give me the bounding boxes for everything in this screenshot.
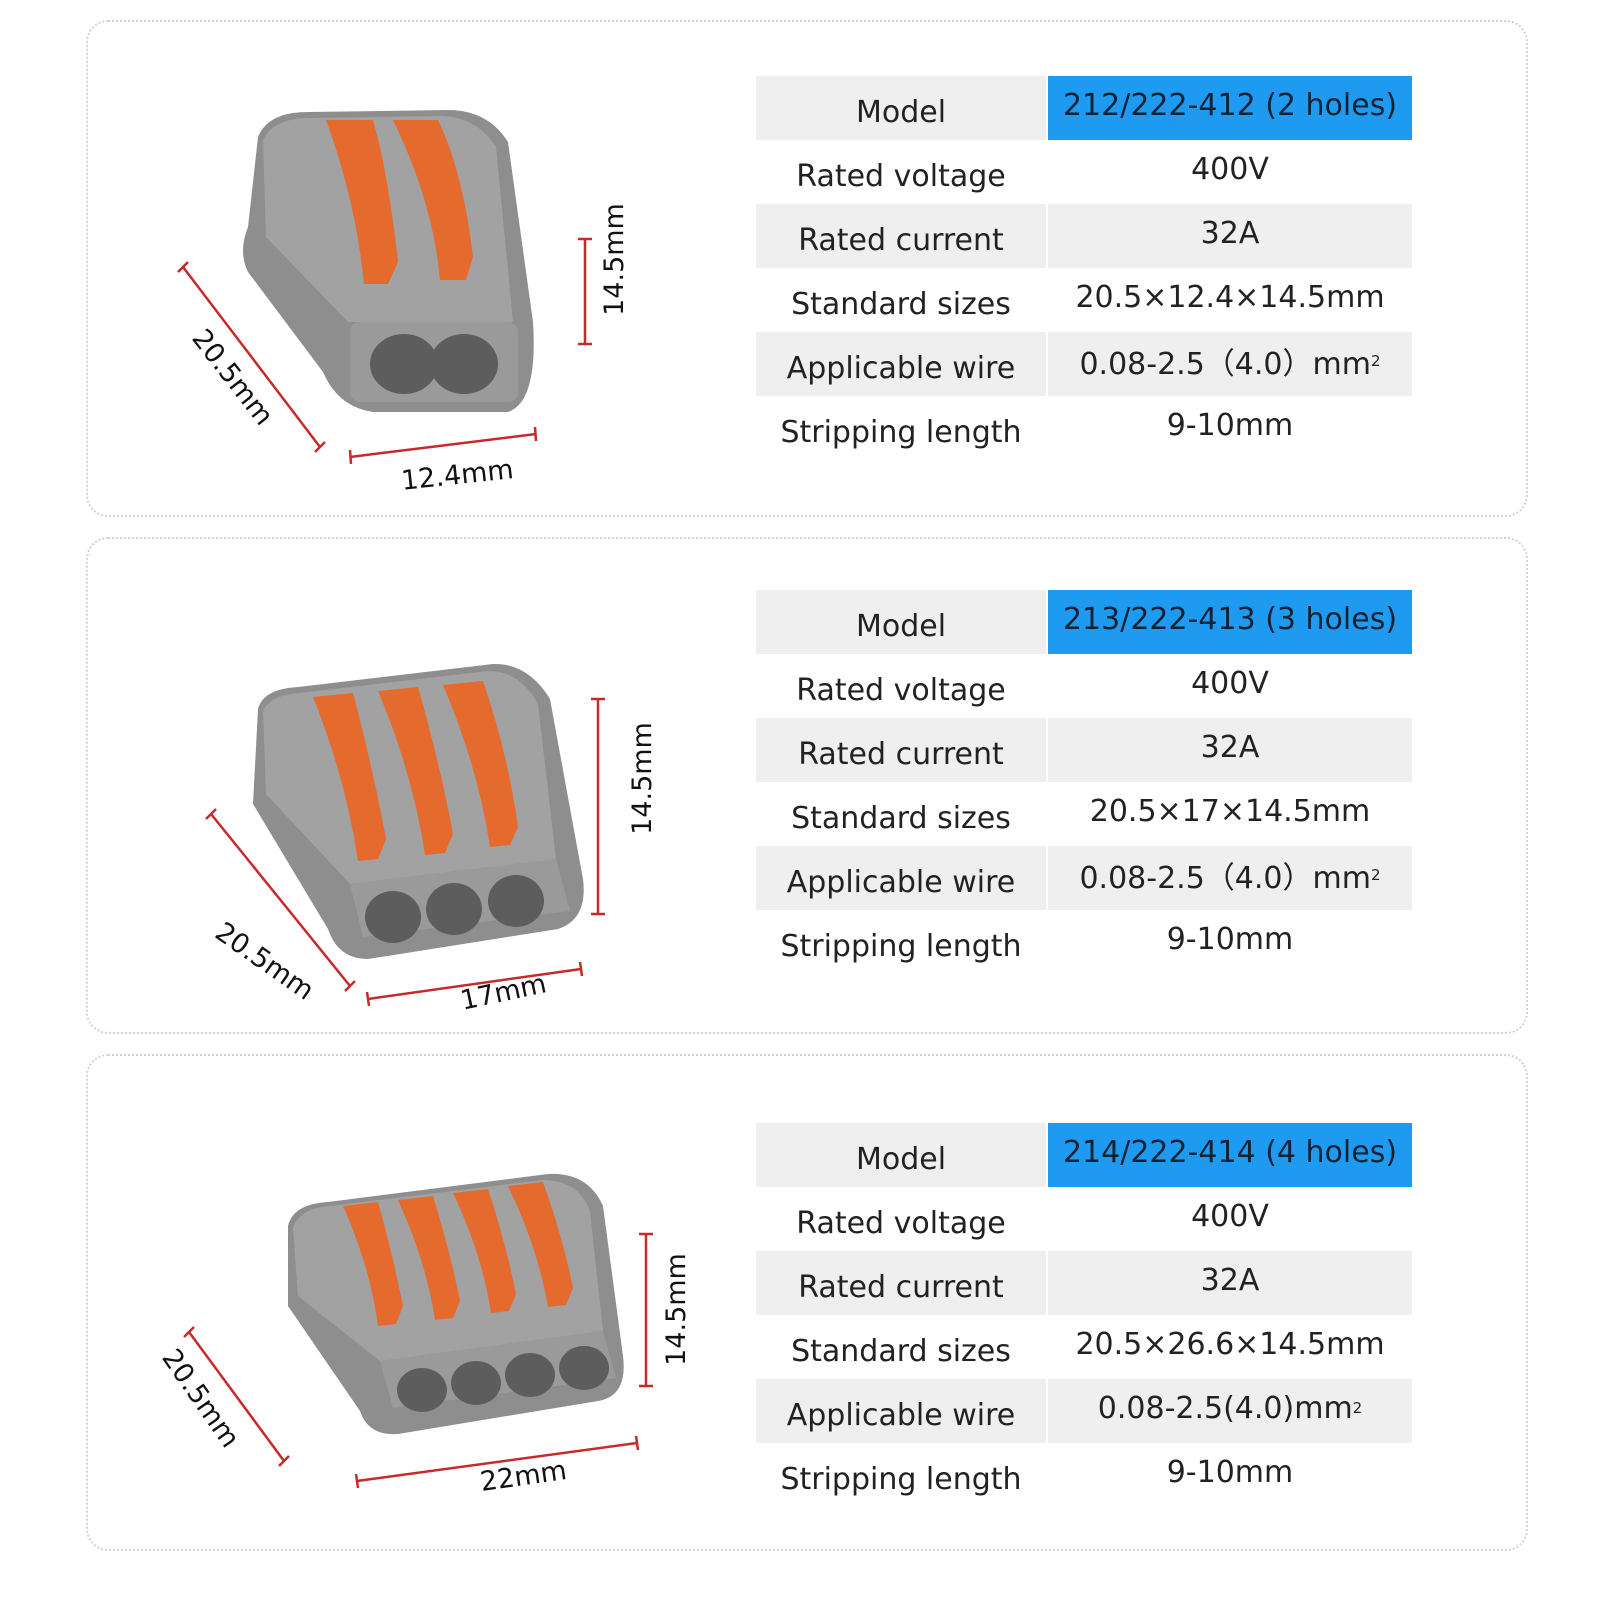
- wire-hole-4: [559, 1346, 609, 1390]
- spec-label: Stripping length: [780, 414, 1022, 450]
- spec-label: Rated voltage: [796, 1205, 1006, 1241]
- spec-row-model: Model 213/222-413 (3 holes): [756, 590, 1412, 654]
- spec-label: Rated voltage: [796, 672, 1006, 708]
- current-value: 32A: [1048, 718, 1412, 782]
- lever-3: [453, 1189, 516, 1313]
- spec-label: Model: [756, 1123, 1046, 1187]
- current-value: 32A: [1048, 1251, 1412, 1315]
- width-dimension-line: [367, 967, 582, 1001]
- spec-label: Model: [756, 590, 1046, 654]
- wire-hole-2: [451, 1361, 501, 1405]
- width-dimension-line: [356, 1441, 638, 1483]
- voltage-value: 400V: [1191, 665, 1269, 701]
- spec-label: Standard sizes: [791, 800, 1011, 836]
- spec-label: Standard sizes: [791, 1333, 1011, 1369]
- spec-row-strip: Stripping length 9-10mm: [756, 1443, 1412, 1507]
- spec-row-current: Rated current 32A: [756, 718, 1412, 782]
- model-value: 214/222-414 (4 holes): [1048, 1123, 1412, 1187]
- strip-value: 9-10mm: [1166, 407, 1294, 443]
- lever-3: [443, 681, 518, 847]
- spec-label: Applicable wire: [756, 1379, 1046, 1443]
- strip-value: 9-10mm: [1166, 921, 1294, 957]
- current-value: 32A: [1048, 204, 1412, 268]
- sizes-value: 20.5×26.6×14.5mm: [1075, 1326, 1385, 1362]
- spec-row-sizes: Standard sizes 20.5×12.4×14.5mm: [756, 268, 1412, 332]
- lever-1: [313, 693, 386, 861]
- spec-row-strip: Stripping length 9-10mm: [756, 396, 1412, 460]
- wire-hole-2: [430, 334, 498, 394]
- depth-dimension-line: [182, 266, 321, 448]
- spec-row-model: Model 212/222-412 (2 holes): [756, 76, 1412, 140]
- connector-illustration: 20.5mm 12.4mm 14.5mm: [88, 22, 808, 515]
- spec-row-voltage: Rated voltage 400V: [756, 1187, 1412, 1251]
- spec-label: Rated current: [756, 204, 1046, 268]
- spec-label: Rated voltage: [796, 158, 1006, 194]
- connector-illustration: 20.5mm 17mm 14.5mm: [88, 539, 808, 1032]
- wire-hole-1: [397, 1368, 447, 1412]
- connector-illustration: 20.5mm 22mm 14.5mm: [88, 1056, 808, 1549]
- product-card-2-holes: 20.5mm 12.4mm 14.5mm Model 212/222-412 (…: [86, 20, 1528, 517]
- height-label: 14.5mm: [660, 1253, 692, 1366]
- strip-value: 9-10mm: [1166, 1454, 1294, 1490]
- sizes-value: 20.5×17×14.5mm: [1089, 793, 1371, 829]
- voltage-value: 400V: [1191, 151, 1269, 187]
- height-label: 14.5mm: [626, 722, 658, 835]
- lever-2: [398, 1196, 460, 1320]
- spec-label: Rated current: [756, 1251, 1046, 1315]
- model-value: 212/222-412 (2 holes): [1048, 76, 1412, 140]
- spec-row-current: Rated current 32A: [756, 1251, 1412, 1315]
- spec-row-model: Model 214/222-414 (4 holes): [756, 1123, 1412, 1187]
- spec-label: Stripping length: [780, 928, 1022, 964]
- height-label: 14.5mm: [598, 203, 630, 316]
- lever-2: [393, 120, 473, 280]
- spec-table: Model 214/222-414 (4 holes) Rated voltag…: [756, 1123, 1412, 1507]
- wire-hole-2: [426, 883, 482, 935]
- spec-row-sizes: Standard sizes 20.5×17×14.5mm: [756, 782, 1412, 846]
- sizes-value: 20.5×12.4×14.5mm: [1075, 279, 1385, 315]
- spec-label: Model: [756, 76, 1046, 140]
- lever-1: [326, 120, 398, 284]
- spec-label: Standard sizes: [791, 286, 1011, 322]
- lever-4: [508, 1182, 573, 1307]
- spec-row-voltage: Rated voltage 400V: [756, 654, 1412, 718]
- spec-row-sizes: Standard sizes 20.5×26.6×14.5mm: [756, 1315, 1412, 1379]
- voltage-value: 400V: [1191, 1198, 1269, 1234]
- wire-hole-3: [505, 1353, 555, 1397]
- spec-row-strip: Stripping length 9-10mm: [756, 910, 1412, 974]
- spec-row-current: Rated current 32A: [756, 204, 1412, 268]
- depth-dimension-line: [187, 1331, 286, 1462]
- depth-dimension-line: [210, 813, 351, 987]
- width-dimension-line: [349, 432, 537, 459]
- spec-label: Applicable wire: [756, 332, 1046, 396]
- spec-table: Model 213/222-413 (3 holes) Rated voltag…: [756, 590, 1412, 974]
- spec-label: Applicable wire: [756, 846, 1046, 910]
- product-card-3-holes: 20.5mm 17mm 14.5mm Model 213/222-413 (3 …: [86, 537, 1528, 1034]
- wire-hole-1: [365, 891, 421, 943]
- lever-1: [343, 1202, 403, 1326]
- lever-2: [378, 687, 453, 855]
- model-value: 213/222-413 (3 holes): [1048, 590, 1412, 654]
- spec-label: Rated current: [756, 718, 1046, 782]
- spec-table: Model 212/222-412 (2 holes) Rated voltag…: [756, 76, 1412, 460]
- product-card-4-holes: 20.5mm 22mm 14.5mm Model 214/222-414 (4 …: [86, 1054, 1528, 1551]
- wire-hole-1: [370, 334, 438, 394]
- spec-label: Stripping length: [780, 1461, 1022, 1497]
- spec-row-voltage: Rated voltage 400V: [756, 140, 1412, 204]
- wire-hole-3: [488, 875, 544, 927]
